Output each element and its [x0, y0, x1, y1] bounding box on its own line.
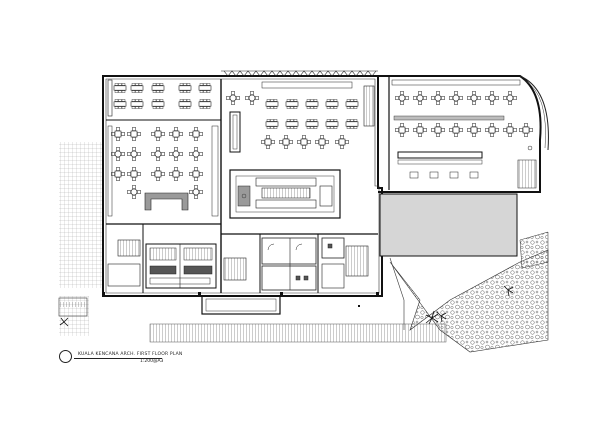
furniture-upper-center	[226, 81, 359, 149]
drawing-scale: 1:200@A3	[140, 359, 164, 364]
void-open-below	[379, 193, 518, 257]
service-counter	[229, 111, 241, 153]
building-outline-inner	[105, 78, 380, 294]
right-wing-outline	[378, 75, 542, 193]
drawing-title: KUALA KENCANA ARCH. FIRST FLOOR PLAN	[78, 352, 183, 357]
landscape-hatch-left	[59, 142, 103, 288]
back-of-house	[261, 237, 369, 291]
furniture-upper-left	[107, 79, 212, 117]
exit-stair-right	[517, 159, 537, 189]
plant-symbols	[59, 285, 514, 327]
entrance-canopy	[201, 295, 281, 315]
bar-counter-left	[144, 192, 189, 211]
atrium	[229, 169, 341, 219]
planter-left	[58, 297, 88, 317]
facade-louvers	[221, 70, 378, 77]
right-wing-curve-balcony	[519, 75, 549, 151]
stair-center	[223, 257, 247, 281]
furniture-mid-left	[111, 127, 202, 198]
ramp-band	[149, 323, 447, 343]
bar-counter-right	[397, 151, 483, 159]
drawing-title-symbol	[59, 350, 72, 363]
title-underline	[74, 358, 162, 359]
furniture-right-wing	[391, 79, 533, 137]
stair-left	[117, 239, 141, 257]
staircase-right	[363, 85, 375, 127]
toilet-block-left	[145, 243, 217, 289]
planter-stripes	[60, 302, 86, 307]
